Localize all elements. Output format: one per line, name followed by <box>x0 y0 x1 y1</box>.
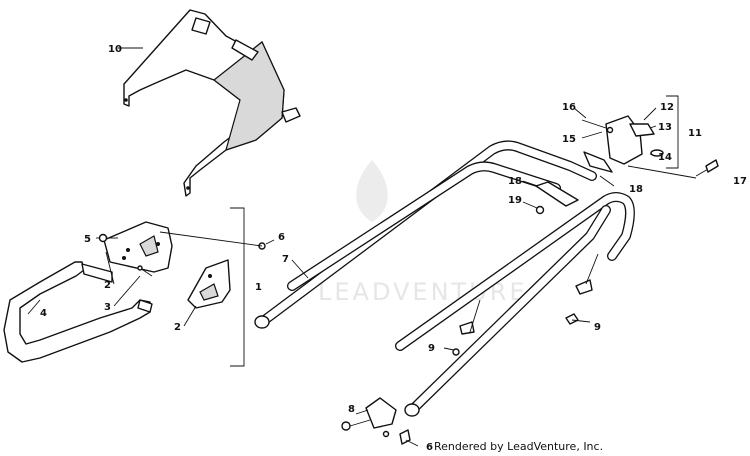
callout-7: 7 <box>282 254 289 265</box>
part-7-handle-upper <box>254 140 635 417</box>
callouts: 10 16 12 13 11 15 14 17 18 18 19 5 6 7 1… <box>40 44 747 453</box>
leader-lines <box>96 107 657 447</box>
part-17-bolt <box>627 159 719 179</box>
group-bracket-1 <box>230 207 245 367</box>
credit-text: Rendered by LeadVenture, Inc. <box>434 440 604 453</box>
callout-19: 19 <box>508 195 522 206</box>
callout-9-left: 9 <box>428 343 435 354</box>
callout-18-upper: 18 <box>508 176 522 187</box>
part-18-clamp-lower <box>522 180 579 207</box>
watermark-flame-icon <box>356 160 388 222</box>
part-11-latch-assembly <box>581 95 679 173</box>
part-6-nut-lower <box>399 429 411 445</box>
callout-10: 10 <box>108 44 122 55</box>
callout-13: 13 <box>658 122 672 133</box>
part-10-bag <box>118 9 301 197</box>
callout-11: 11 <box>688 128 702 139</box>
callout-15: 15 <box>562 134 576 145</box>
watermark: LEADVENTURE <box>318 160 525 306</box>
callout-6-upper: 6 <box>278 232 285 243</box>
part-9-clip-upper <box>565 279 593 325</box>
callout-2-lower: 2 <box>174 322 181 333</box>
callout-8: 8 <box>348 404 355 415</box>
part-2-bracket-upper <box>103 221 173 273</box>
part-4-bumper <box>3 261 153 363</box>
part-2-bracket-lower <box>187 259 231 309</box>
part-8-bracket <box>341 397 397 438</box>
callout-3: 3 <box>104 302 111 313</box>
callout-2-upper: 2 <box>104 280 111 291</box>
callout-4: 4 <box>40 308 47 319</box>
callout-17: 17 <box>733 176 747 187</box>
callout-5: 5 <box>84 234 91 245</box>
callout-6-lower: 6 <box>426 442 433 453</box>
callout-18-lower: 18 <box>629 184 643 195</box>
callout-16: 16 <box>562 102 576 113</box>
part-19-nut <box>522 201 545 215</box>
callout-12: 12 <box>660 102 674 113</box>
callout-1: 1 <box>255 282 262 293</box>
callout-9-right: 9 <box>594 322 601 333</box>
callout-14: 14 <box>658 152 672 163</box>
part-3-screw <box>137 265 153 277</box>
